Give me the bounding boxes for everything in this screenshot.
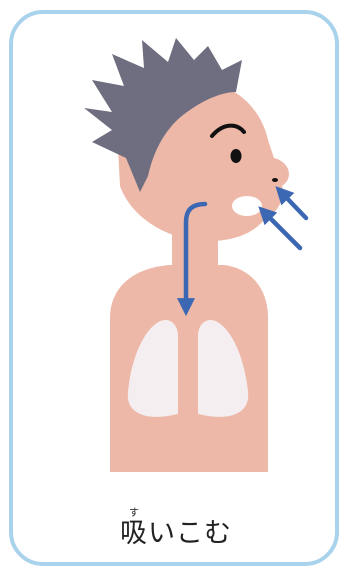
caption: 吸すいこむ (0, 508, 352, 550)
open-mouth (232, 196, 262, 216)
caption-kana: いこむ (148, 518, 232, 549)
inhale-arrow-lower-icon (264, 212, 300, 248)
caption-kanji: 吸 (120, 518, 148, 549)
caption-furigana: す (120, 508, 148, 519)
eye (231, 149, 242, 163)
caption-kanji-ruby: 吸す (120, 518, 148, 549)
inhale-arrow-upper-icon (281, 192, 306, 218)
nostril (272, 178, 278, 182)
